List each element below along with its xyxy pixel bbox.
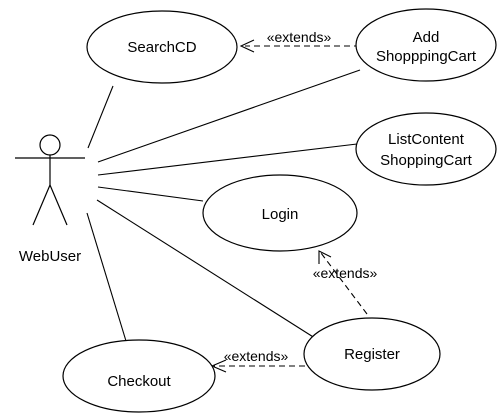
usecase-list-content-line2: ShoppingCart xyxy=(380,152,473,169)
actor-name: WebUser xyxy=(19,248,81,265)
usecase-searchcd[interactable]: SearchCD xyxy=(86,10,238,84)
association-add-cart xyxy=(97,69,361,163)
association-register xyxy=(96,199,319,341)
usecase-login-label: Login xyxy=(262,206,299,223)
actor-head xyxy=(39,134,61,156)
usecase-list-content-line1: ListContent xyxy=(388,131,465,148)
extends-add-to-search-label: «extends» xyxy=(267,29,332,45)
extends-register-to-login-arrowhead xyxy=(318,250,332,264)
actor-webuser xyxy=(15,134,85,226)
usecase-register[interactable]: Register xyxy=(303,317,441,391)
usecase-login[interactable]: Login xyxy=(202,174,358,252)
usecase-register-label: Register xyxy=(344,346,400,363)
usecase-add-cart-line1: Add xyxy=(413,29,440,46)
extends-add-to-search-arrowhead xyxy=(239,39,255,53)
usecase-checkout-label: Checkout xyxy=(107,373,171,390)
usecase-add-shopping-cart[interactable]: Add ShopppingCart xyxy=(355,8,497,82)
extends-register-to-checkout-label: «extends» xyxy=(224,348,289,364)
actor-right-leg xyxy=(49,184,68,226)
usecase-add-cart-line2: ShopppingCart xyxy=(376,48,477,65)
actor-left-leg xyxy=(32,184,51,226)
association-list-content xyxy=(97,143,358,176)
usecase-list-content-shopping-cart[interactable]: ListContent ShoppingCart xyxy=(355,112,497,186)
extends-register-to-login-line xyxy=(320,252,368,315)
usecase-checkout[interactable]: Checkout xyxy=(62,339,216,413)
association-searchcd xyxy=(87,85,114,149)
association-checkout xyxy=(86,212,127,342)
usecase-searchcd-label: SearchCD xyxy=(127,39,196,56)
association-login xyxy=(97,186,204,202)
extends-register-to-login-label: «extends» xyxy=(313,265,378,281)
